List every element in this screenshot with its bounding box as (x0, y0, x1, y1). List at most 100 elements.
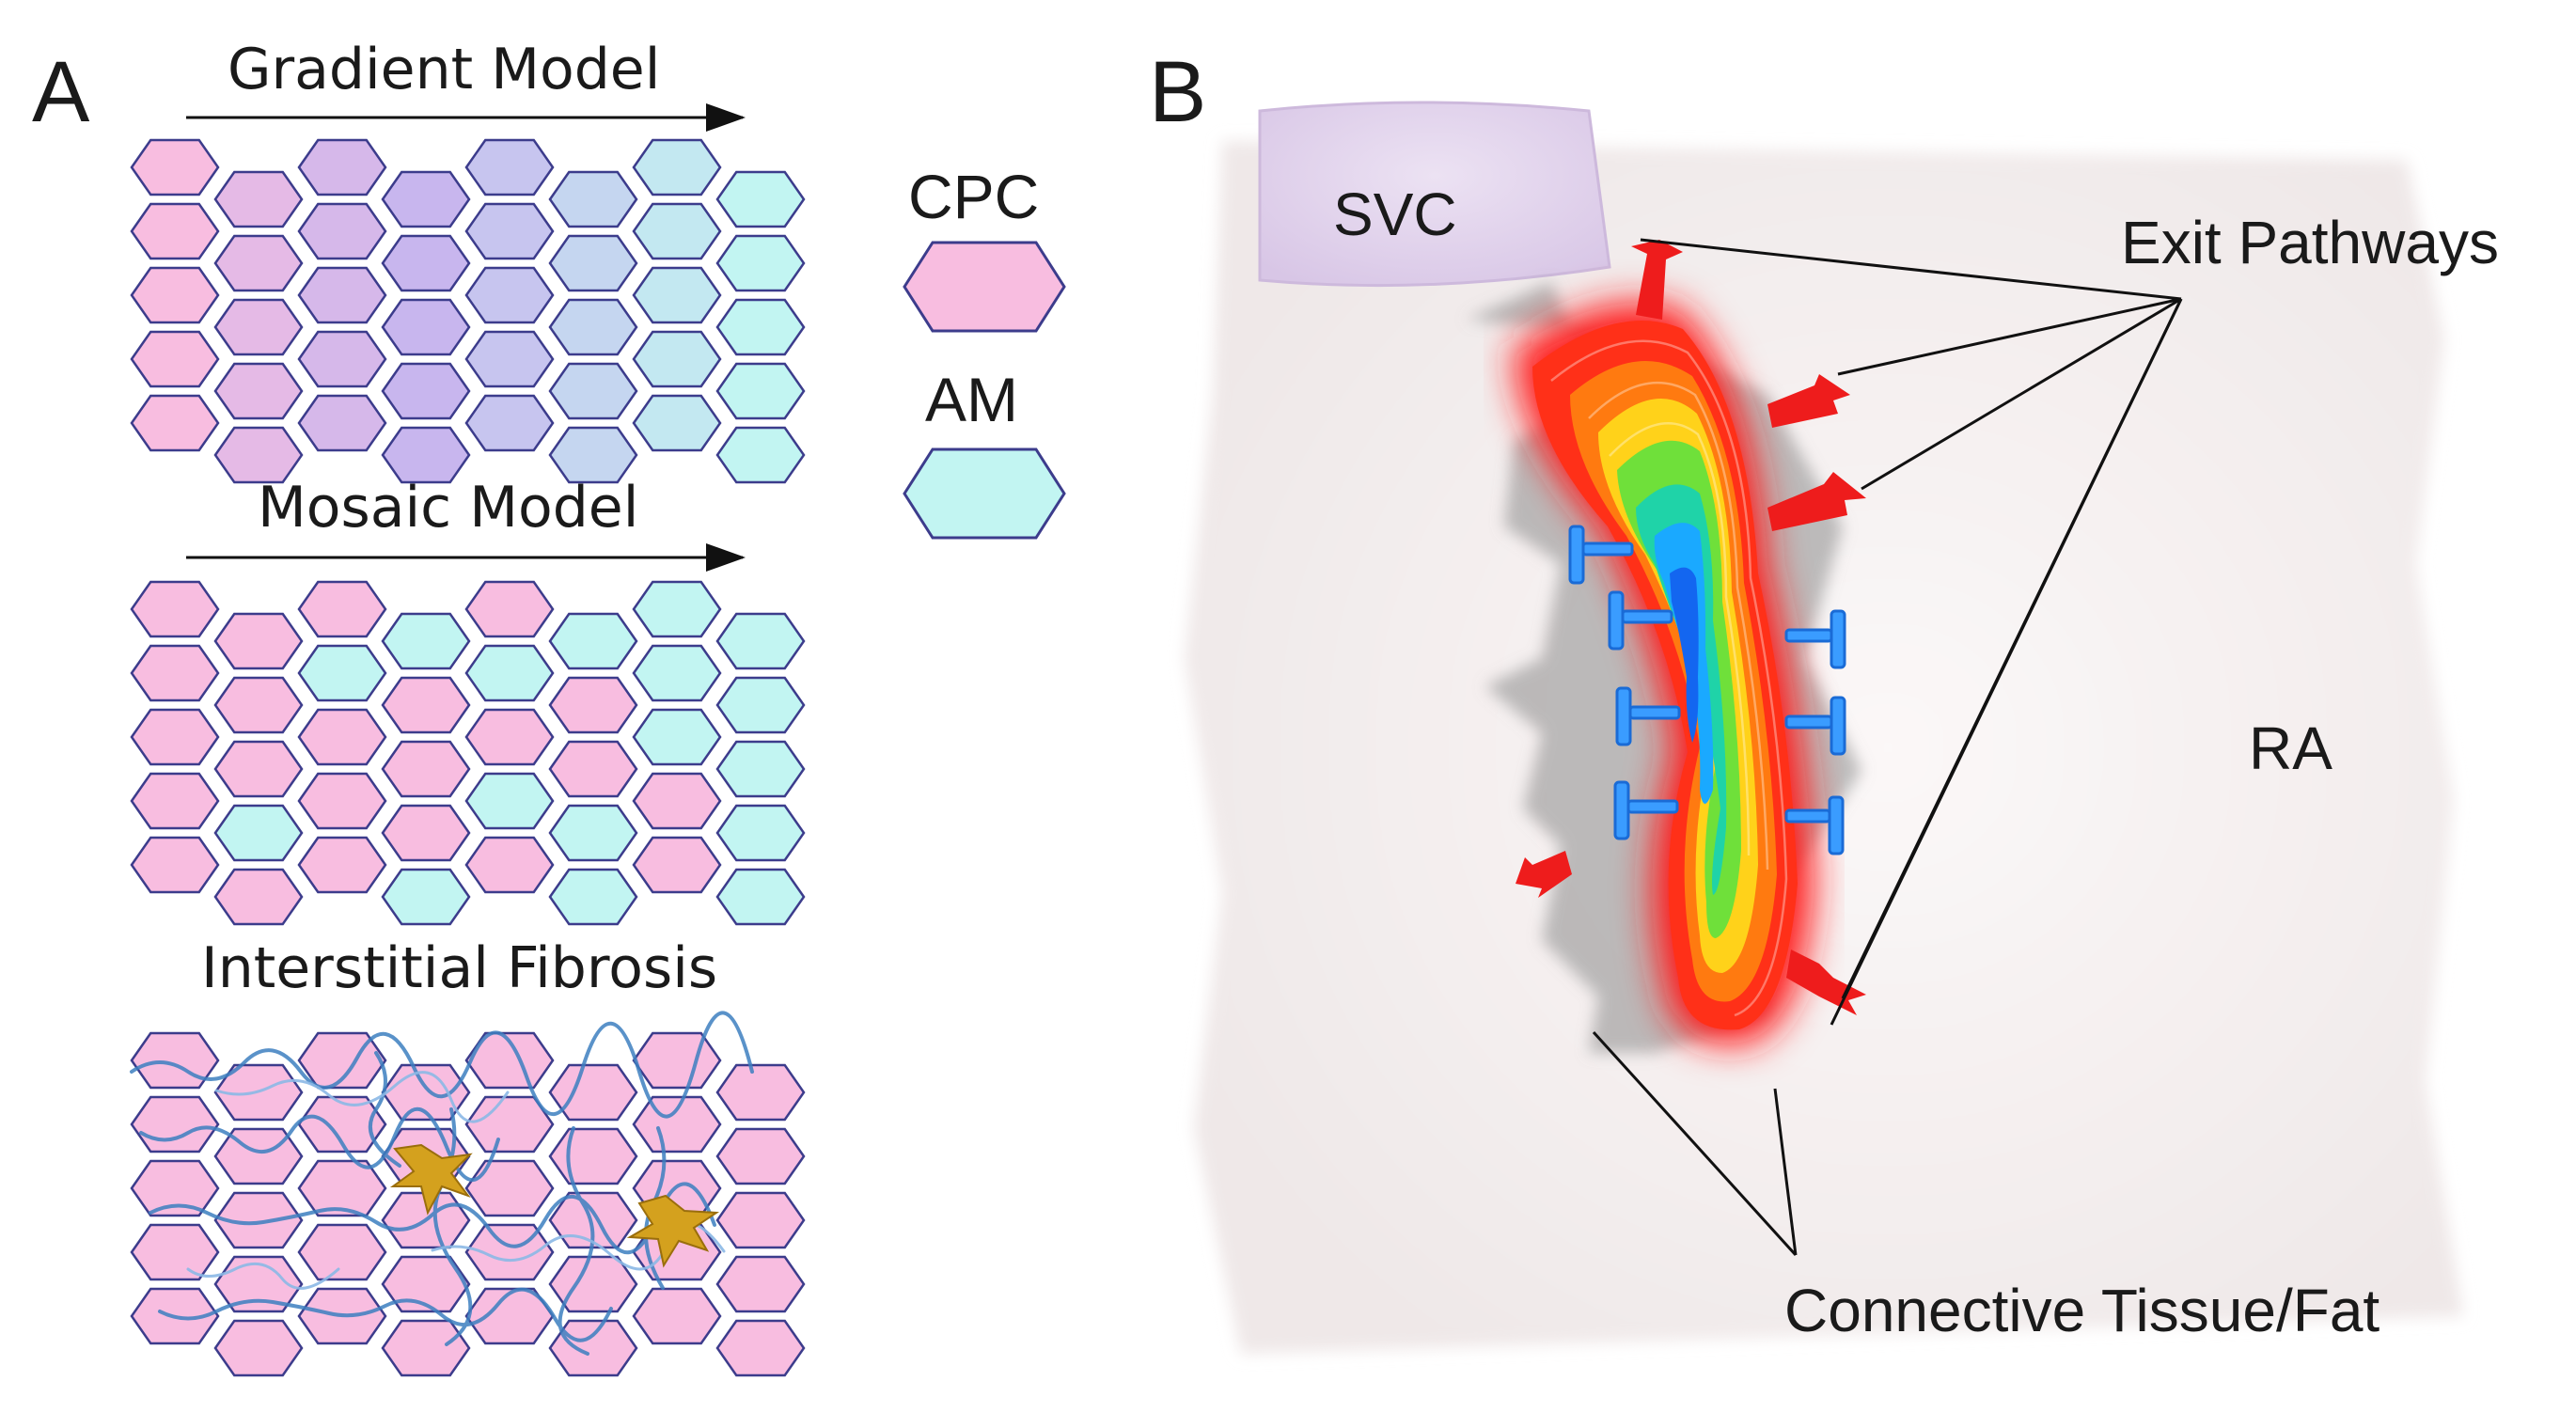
sinoatrial-node-heatmap (1514, 302, 1814, 1045)
exit-pathway-leader-lines (1640, 238, 2183, 1026)
cell-hexagon (464, 1095, 555, 1153)
conduction-block-7 (1784, 795, 1845, 855)
conduction-block-2 (1608, 590, 1673, 651)
svc-label: SVC (1333, 180, 1457, 248)
cell-hexagon (632, 772, 722, 830)
cell-hexagon (632, 202, 722, 260)
cell-hexagon (464, 1159, 555, 1217)
connective-tissue-label: Connective Tissue/Fat (1784, 1277, 2380, 1344)
panel-a-letter: A (32, 44, 90, 140)
cell-hexagon (297, 1223, 387, 1281)
cell-hexagon (632, 644, 722, 702)
cell-hexagon (213, 612, 304, 670)
conduction-block-4 (1613, 780, 1679, 840)
cell-hexagon (632, 836, 722, 894)
legend-am-label: AM (925, 365, 1018, 434)
conduction-block-3 (1615, 686, 1681, 746)
cell-hexagon (548, 612, 638, 670)
cell-hexagon (381, 804, 471, 862)
cell-hexagon (464, 1031, 555, 1090)
cell-hexagon (213, 676, 304, 734)
cell-hexagon (548, 868, 638, 926)
cell-hexagon (381, 234, 471, 292)
cell-hexagon (297, 1095, 387, 1153)
gradient-model-grid (130, 138, 806, 484)
cell-hexagon (381, 868, 471, 926)
cell-hexagon (464, 708, 555, 766)
cell-hexagon (130, 394, 220, 452)
cell-hexagon (297, 708, 387, 766)
legend-cpc-label: CPC (908, 162, 1040, 231)
cell-hexagon (548, 234, 638, 292)
cell-hexagon (213, 1191, 304, 1249)
cell-hexagon (130, 1095, 220, 1153)
cell-hexagon (297, 202, 387, 260)
cell-hexagon (548, 170, 638, 228)
cell-hexagon (213, 298, 304, 356)
cell-hexagon (381, 362, 471, 420)
cell-hexagon (715, 362, 806, 420)
cell-hexagon (715, 740, 806, 798)
conduction-block-markers (1568, 525, 1846, 855)
cell-hexagon (130, 1159, 220, 1217)
fibroblast-1 (389, 1143, 473, 1216)
cell-hexagon (297, 138, 387, 196)
cell-hexagon (464, 202, 555, 260)
cell-hexagon (213, 234, 304, 292)
cell-hexagon (297, 266, 387, 324)
cell-hexagon (213, 1255, 304, 1313)
cell-hexagon (381, 612, 471, 670)
cell-hexagon (130, 266, 220, 324)
gradient-model-title: Gradient Model (228, 37, 661, 102)
cell-hexagon (464, 836, 555, 894)
cell-hexagon (130, 644, 220, 702)
cell-hexagon (297, 330, 387, 388)
cell-hexagon (632, 708, 722, 766)
cell-hexagon (381, 676, 471, 734)
cell-hexagon (213, 1319, 304, 1377)
cell-hexagon (130, 202, 220, 260)
cell-hexagon (213, 170, 304, 228)
cell-hexagon (464, 772, 555, 830)
exit-pathways-label: Exit Pathways (2121, 209, 2499, 276)
cell-hexagon (130, 138, 220, 196)
cell-hexagon (548, 1127, 638, 1185)
cell-hexagon (632, 330, 722, 388)
cell-hexagon (213, 804, 304, 862)
cell-hexagon (130, 708, 220, 766)
cell-hexagon (715, 1255, 806, 1313)
cell-hexagon (381, 740, 471, 798)
cell-hexagon (548, 426, 638, 484)
cell-hexagon (632, 138, 722, 196)
cell-hexagon (213, 426, 304, 484)
cell-hexagon (297, 1159, 387, 1217)
cell-hexagon (548, 804, 638, 862)
conduction-block-5 (1784, 609, 1846, 669)
cell-hexagon (297, 644, 387, 702)
cell-hexagon (715, 1127, 806, 1185)
cell-hexagon (715, 676, 806, 734)
cell-hexagon (632, 1095, 722, 1153)
cell-hexagon (297, 772, 387, 830)
legend-cpc-hexagon (903, 241, 1066, 333)
exit-pathway-branches (1516, 240, 1866, 1015)
cell-hexagon (381, 170, 471, 228)
legend-am-hexagon (903, 447, 1066, 540)
cell-hexagon (130, 330, 220, 388)
cell-hexagon (632, 394, 722, 452)
cell-hexagon (130, 1031, 220, 1090)
cell-hexagon (464, 644, 555, 702)
cell-hexagon (715, 1063, 806, 1122)
cell-hexagon (715, 298, 806, 356)
cell-hexagon (213, 868, 304, 926)
cell-hexagon (130, 772, 220, 830)
cell-hexagon (130, 1223, 220, 1281)
cell-hexagon (632, 1031, 722, 1090)
cell-hexagon (213, 362, 304, 420)
cell-hexagon (632, 1287, 722, 1345)
cell-hexagon (632, 266, 722, 324)
fibroblast-2 (626, 1194, 720, 1268)
cell-hexagon (715, 234, 806, 292)
cell-hexagon (715, 1319, 806, 1377)
